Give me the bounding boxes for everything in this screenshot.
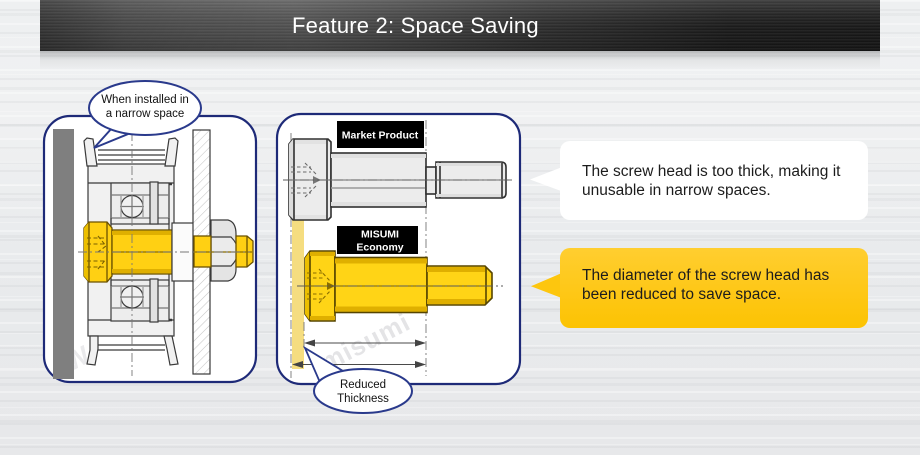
svg-text:a narrow space: a narrow space (106, 108, 185, 120)
svg-text:When installed in: When installed in (101, 94, 189, 106)
svg-text:Market Product: Market Product (342, 130, 419, 142)
svg-text:Reduced: Reduced (340, 379, 386, 391)
svg-text:Economy: Economy (356, 242, 403, 254)
svg-text:MISUMI: MISUMI (361, 229, 399, 241)
svg-text:Thickness: Thickness (337, 393, 389, 405)
